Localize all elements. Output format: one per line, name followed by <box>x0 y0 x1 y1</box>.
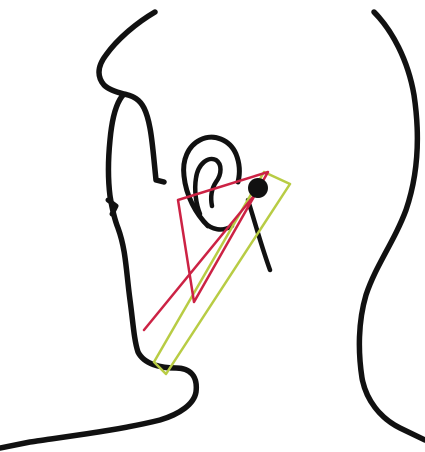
neck-back-outline <box>359 12 425 440</box>
green-quadrilateral <box>154 172 290 374</box>
face-profile-outline <box>0 12 196 448</box>
ear-outline <box>184 137 240 226</box>
mastoid-line <box>248 200 270 270</box>
ear-inner-outline <box>195 159 220 214</box>
red-line <box>144 186 262 330</box>
landmark-dot <box>248 178 268 198</box>
